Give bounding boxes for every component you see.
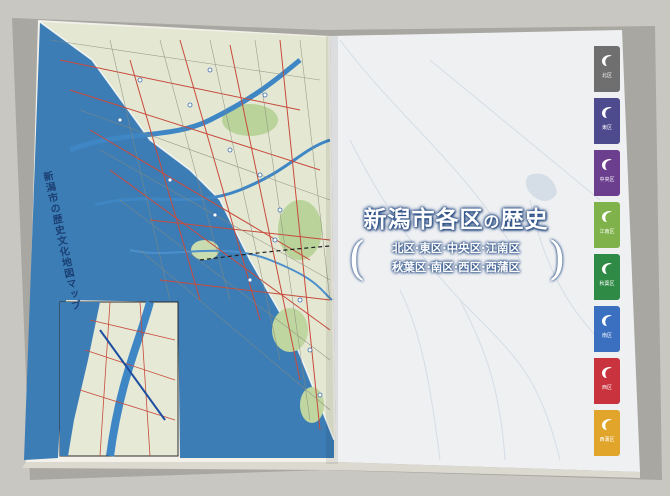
index-tab[interactable]: 東区	[594, 98, 620, 144]
district-line-1: 北区·東区·中央区·江南区	[391, 241, 521, 255]
crescent-icon	[602, 263, 612, 274]
crescent-icon	[602, 419, 612, 430]
inset-roads	[79, 301, 176, 457]
index-tab[interactable]: 中央区	[594, 150, 620, 196]
heading-block: 新潟市各区の歴史 ( 北区·東区·中央区·江南区 秋葉区·南区·西区·西蒲区 )	[348, 205, 566, 289]
green-patch	[222, 104, 278, 136]
map-sea	[24, 22, 334, 460]
river	[69, 58, 302, 153]
index-tab[interactable]: 北区	[594, 46, 620, 92]
close-bracket: )	[548, 231, 566, 285]
crescent-icon	[602, 211, 612, 222]
faint-map	[339, 39, 601, 461]
spine-shadow	[326, 36, 338, 464]
index-tab[interactable]: 西区	[594, 358, 620, 404]
tab-label: 北区	[601, 73, 612, 79]
crescent-icon	[602, 159, 612, 170]
title-part-a: 新潟市各区	[363, 206, 484, 233]
index-tab[interactable]: 江南区	[594, 202, 620, 248]
tab-label: 東区	[601, 125, 612, 131]
crescent-icon	[602, 55, 612, 66]
inset-rail	[99, 329, 166, 421]
crescent-icon	[602, 367, 612, 378]
river	[94, 138, 331, 207]
district-list: ( 北区·東区·中央区·江南区 秋葉区·南区·西区·西蒲区 )	[348, 233, 566, 289]
index-tab[interactable]: 南区	[594, 306, 620, 352]
river	[129, 249, 333, 301]
site-markers	[117, 67, 323, 398]
tab-label: 西区	[601, 385, 612, 391]
tab-label: 西蒲区	[599, 437, 615, 443]
open-bracket: (	[348, 231, 366, 285]
title-part-c: 歴史	[500, 206, 549, 233]
tab-label: 南区	[601, 333, 612, 339]
title-part-b: の	[483, 212, 501, 231]
tab-label: 中央区	[599, 177, 615, 183]
tab-label: 秋葉区	[599, 281, 615, 287]
green-patch	[300, 387, 324, 423]
lake	[525, 173, 557, 202]
right-page	[330, 30, 640, 472]
index-tab[interactable]: 秋葉区	[594, 254, 620, 300]
coastline	[39, 21, 335, 441]
railway	[199, 245, 331, 261]
district-line-2: 秋葉区·南区·西区·西蒲区	[391, 260, 521, 274]
index-tab[interactable]: 西蒲区	[594, 410, 620, 456]
map-area	[24, 21, 335, 460]
crescent-icon	[602, 315, 612, 326]
page-edges	[22, 462, 640, 478]
crescent-icon	[602, 107, 612, 118]
inset-sea	[60, 302, 100, 456]
green-patch	[278, 200, 322, 260]
page-title: 新潟市各区の歴史	[352, 205, 560, 237]
tab-label: 江南区	[599, 229, 615, 235]
